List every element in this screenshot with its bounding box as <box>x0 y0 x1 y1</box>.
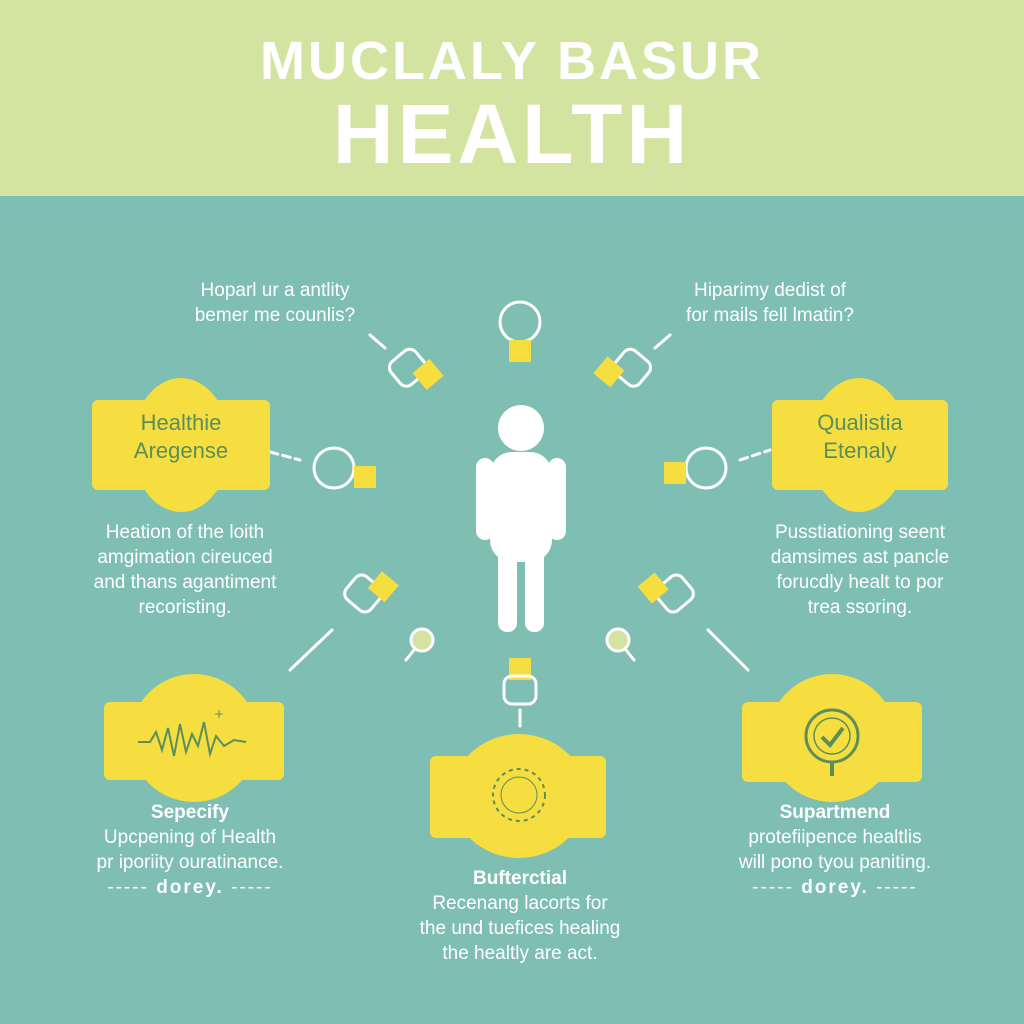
lock-icon <box>498 300 542 362</box>
card-bottom-center <box>430 734 606 858</box>
lock-icon <box>387 347 444 390</box>
magnifier-icon <box>404 627 435 662</box>
description-right-line-3: forucdly healt to por <box>776 572 944 593</box>
bottom-left-heading: Sepecify <box>150 802 230 823</box>
bottom-center-line-3: the healtly are act. <box>442 943 598 964</box>
bottom-right-text: Supartmend protefiipence healtlis will p… <box>715 800 955 900</box>
bottom-left-line-1: Upcpening of Health <box>103 827 277 848</box>
bottom-left-footer: ----- dorey. ----- <box>107 877 273 898</box>
question-left-line-2: bemer me counlis? <box>194 305 356 326</box>
card-right: Qualistia Etenaly <box>772 378 948 512</box>
bottom-center-heading: Bufterctial <box>473 868 567 889</box>
clock-icon <box>492 768 546 822</box>
person-icon <box>476 405 566 632</box>
magnifier-icon <box>605 627 636 662</box>
card-bottom-left: + <box>104 674 284 802</box>
lock-icon <box>637 572 695 614</box>
bottom-right-line-1: protefiipence healtlis <box>748 827 922 848</box>
description-left-line-3: and thans agantiment <box>93 572 277 593</box>
description-left: Heation of the loith amgimation cireuced… <box>70 520 300 620</box>
header-band: MUCLALY BASUR HEALTH <box>0 0 1024 196</box>
bottom-right-footer-text: dorey. <box>801 877 869 898</box>
bottom-center-line-1: Recenang lacorts for <box>432 893 608 914</box>
question-left: Hoparl ur a antlity bemer me counlis? <box>160 278 390 328</box>
bottom-right-line-2: will pono tyou paniting. <box>738 852 932 873</box>
heartbeat-icon: + <box>138 707 247 758</box>
title-line-1: MUCLALY BASUR <box>259 31 765 91</box>
bottom-left-line-2: pr iporiity ouratinance. <box>96 852 284 873</box>
card-right-line-2: Etenaly <box>823 438 897 463</box>
card-left-line-2: Aregense <box>133 438 229 463</box>
bottom-left-text: Sepecify Upcpening of Health pr iporiity… <box>70 800 310 900</box>
description-right-line-2: damsimes ast pancle <box>770 547 950 568</box>
card-left: Healthie Aregense <box>92 378 270 512</box>
card-left-line-1: Healthie <box>140 410 222 435</box>
title-line-2: HEALTH <box>332 87 692 181</box>
lock-icon <box>343 571 399 614</box>
lock-icon <box>664 446 728 490</box>
lock-icon <box>593 347 653 388</box>
description-left-line-4: recoristing. <box>138 597 232 618</box>
bottom-center-line-2: the und tuefices healing <box>419 918 621 939</box>
card-bottom-right <box>742 674 922 802</box>
question-right: Hiparimy dedist of for mails fell lmatin… <box>650 278 890 328</box>
description-right-line-4: trea ssoring. <box>807 597 913 618</box>
bottom-right-heading: Supartmend <box>779 802 891 823</box>
question-right-line-1: Hiparimy dedist of <box>693 280 847 301</box>
lock-icon <box>312 446 376 490</box>
svg-text:+: + <box>214 707 224 721</box>
bottom-right-footer: ----- dorey. ----- <box>752 877 918 898</box>
description-left-line-1: Heation of the loith <box>105 522 265 543</box>
question-left-line-1: Hoparl ur a antlity <box>200 280 350 301</box>
description-right: Pusstiationing seent damsimes ast pancle… <box>740 520 980 620</box>
checkmark-badge-icon <box>804 708 860 776</box>
card-right-line-1: Qualistia <box>817 410 903 435</box>
question-right-line-2: for mails fell lmatin? <box>686 305 854 326</box>
lock-icon <box>502 658 538 728</box>
bottom-left-footer-text: dorey. <box>156 877 224 898</box>
bottom-center-text: Bufterctial Recenang lacorts for the und… <box>385 866 655 966</box>
description-right-line-1: Pusstiationing seent <box>774 522 946 543</box>
description-left-line-2: amgimation cireuced <box>97 547 273 568</box>
